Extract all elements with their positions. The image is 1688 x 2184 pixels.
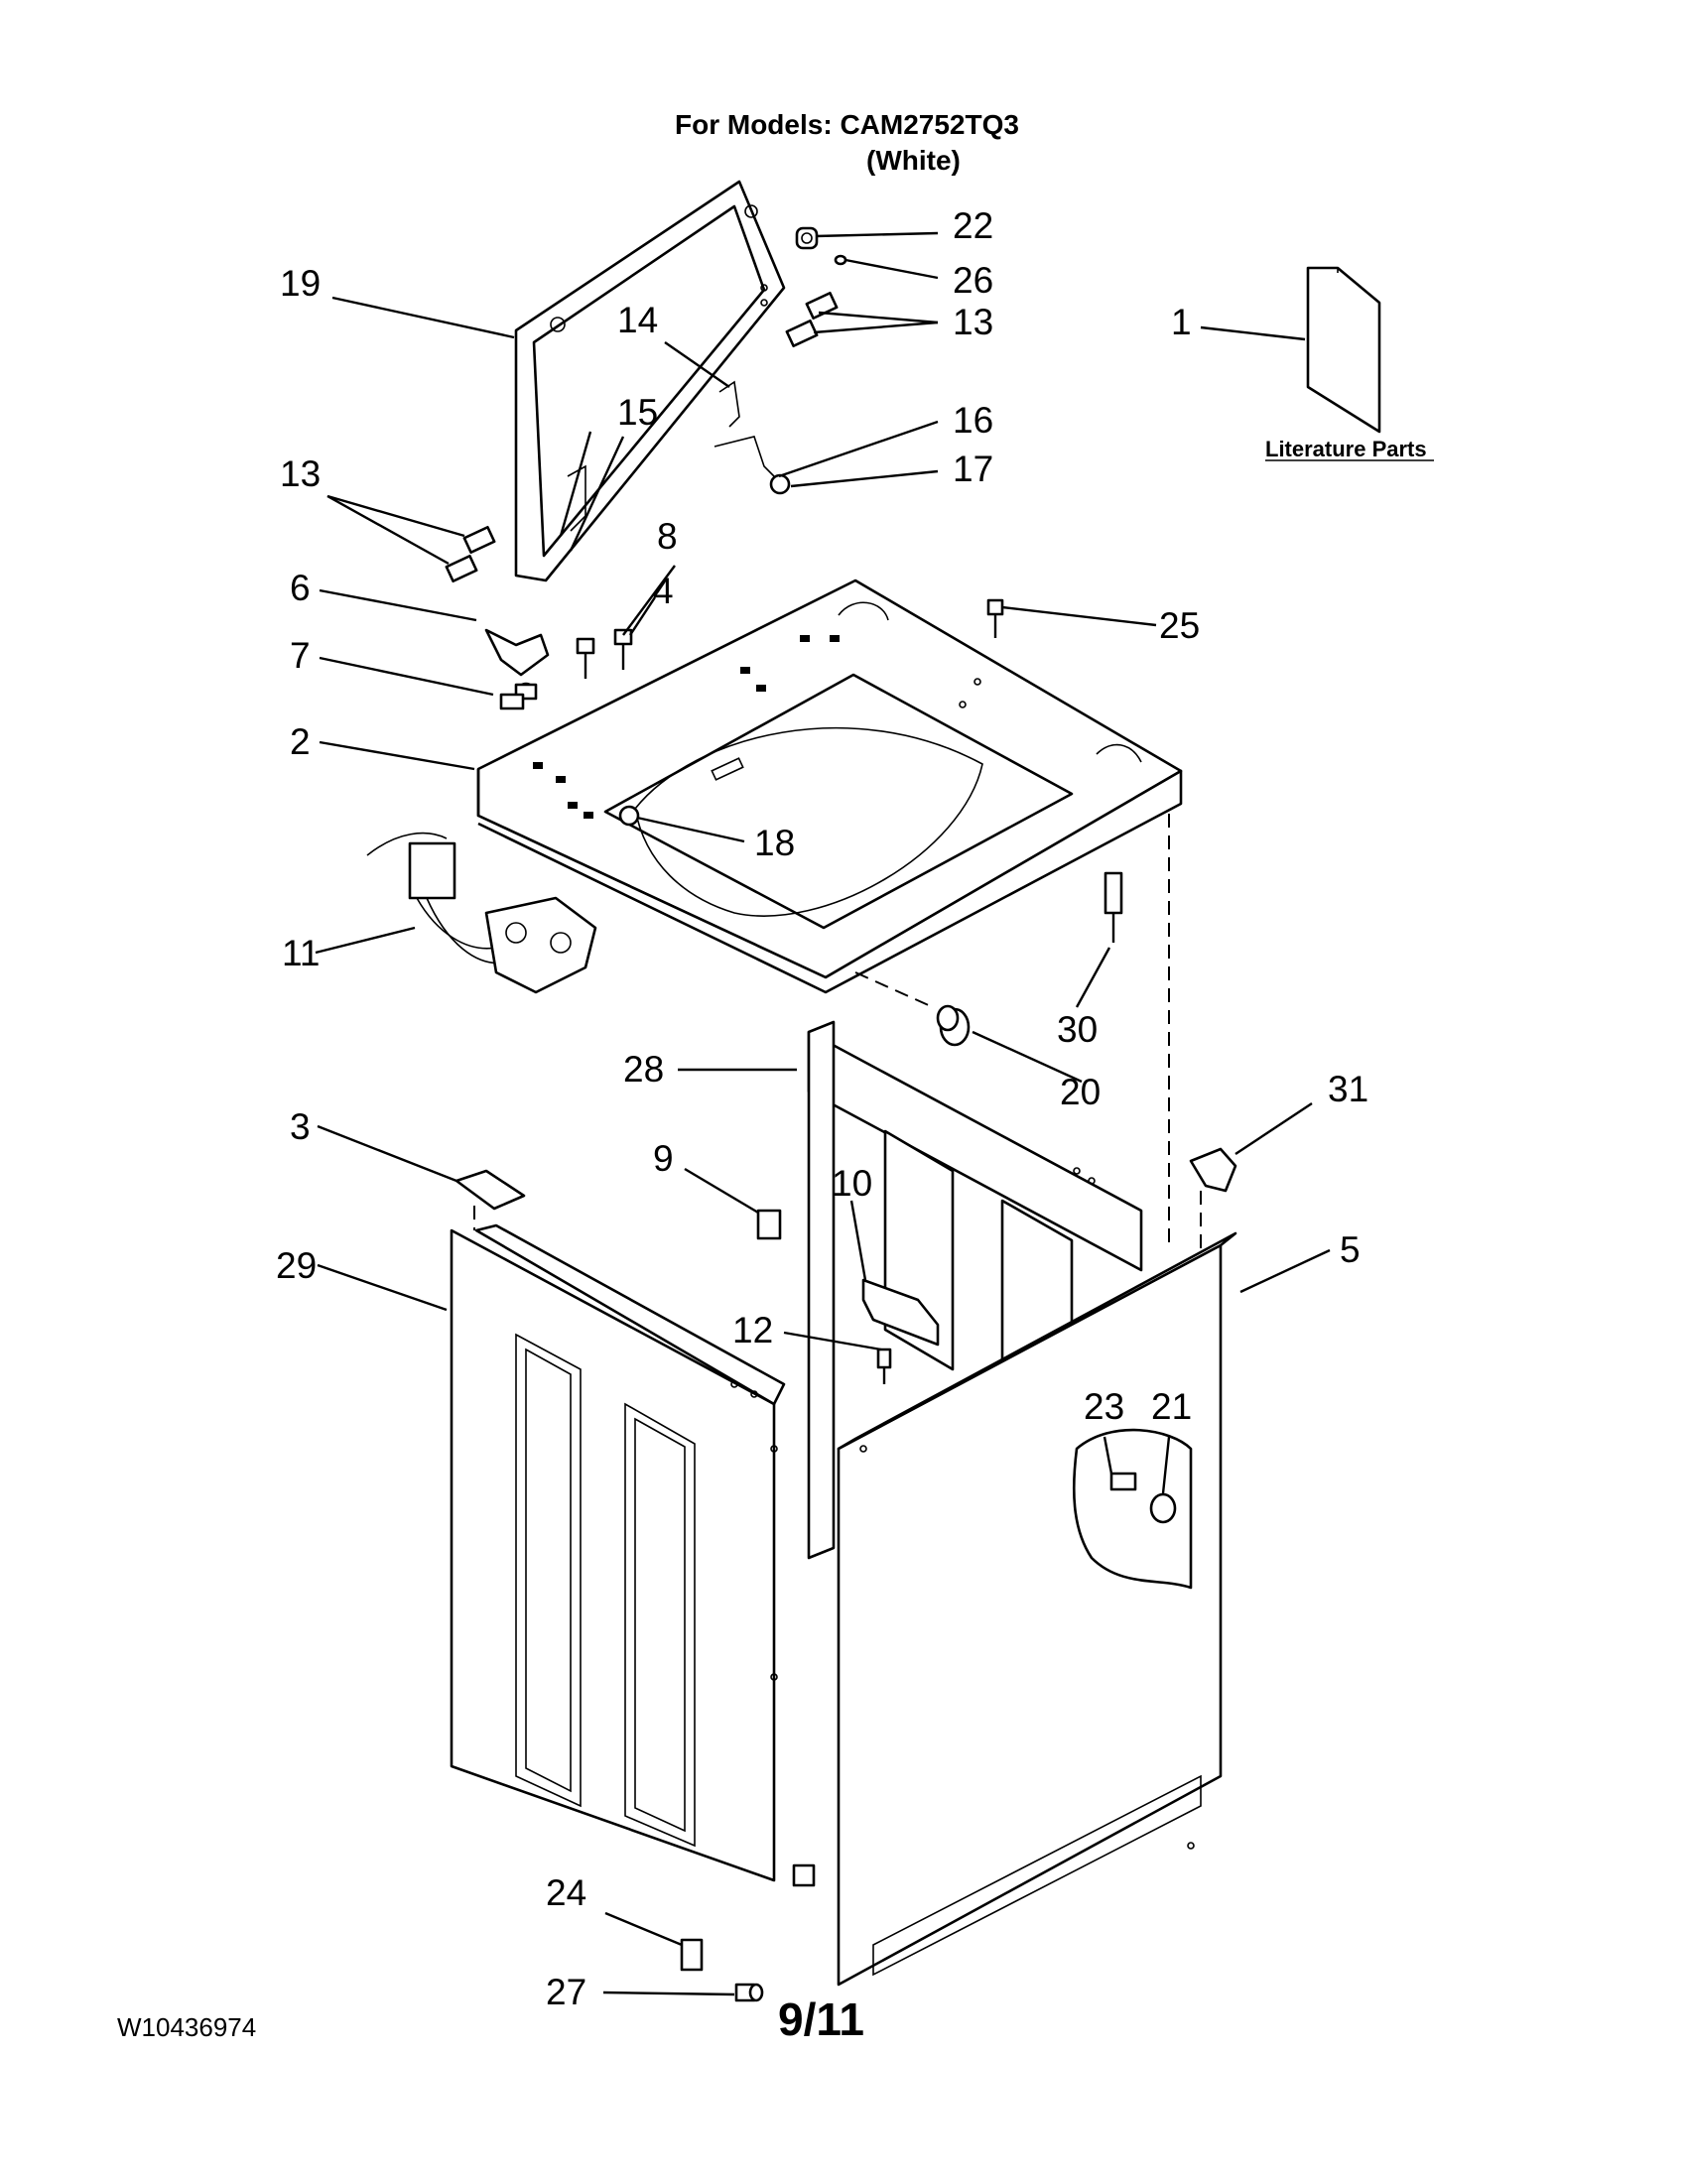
callout-20: 20: [1060, 1072, 1101, 1112]
hinge-hardware: [445, 226, 847, 583]
callout-16: 16: [953, 400, 993, 441]
callout-23: 23: [1084, 1386, 1124, 1427]
page-number: 9/11: [778, 1993, 864, 2045]
callout-26: 26: [953, 260, 993, 301]
callout-31: 31: [1328, 1069, 1368, 1109]
callout-4: 4: [653, 571, 674, 611]
clip-part: [1168, 814, 1237, 1250]
callout-9: 9: [653, 1138, 674, 1179]
lid-switch-harness: [366, 832, 597, 994]
model-color: (White): [866, 145, 961, 176]
callout-5: 5: [1340, 1229, 1361, 1270]
callout-30: 30: [1057, 1009, 1098, 1050]
callout-15: 15: [617, 392, 658, 433]
callout-7: 7: [290, 635, 311, 676]
callout-3: 3: [290, 1106, 311, 1147]
literature-parts-label: Literature Parts: [1265, 437, 1427, 461]
leader-lines: [315, 231, 1331, 1996]
lid-frame-part: [514, 180, 786, 582]
callout-24: 24: [546, 1872, 586, 1913]
callout-27: 27: [546, 1972, 586, 2012]
callout-13-left: 13: [280, 453, 321, 494]
callout-12: 12: [732, 1310, 773, 1350]
cabinet-front-panel: [450, 1223, 786, 1882]
callout-8: 8: [657, 516, 678, 557]
callout-13-right: 13: [953, 302, 993, 342]
spacer-part: [454, 1169, 526, 1230]
callout-17: 17: [953, 449, 993, 489]
model-title: For Models: CAM2752TQ3: [675, 109, 1019, 140]
callout-labels: 1 2 3 4 5 6 7 8 9 10 11 12 13 13 14 15 1…: [276, 205, 1434, 2012]
callout-6: 6: [290, 568, 311, 608]
cabinet-brackets: [756, 1209, 940, 1384]
callout-10: 10: [832, 1163, 872, 1204]
callout-22: 22: [953, 205, 993, 246]
callout-18: 18: [754, 823, 795, 863]
callout-14: 14: [617, 300, 658, 340]
literature-booklet: [1306, 266, 1381, 434]
small-parts: [854, 871, 1123, 1047]
washer-top-part: [476, 578, 1183, 994]
top-hardware: [484, 598, 1004, 710]
callout-1: 1: [1171, 302, 1192, 342]
callout-2: 2: [290, 721, 311, 762]
callout-19: 19: [280, 263, 321, 304]
callout-25: 25: [1159, 605, 1200, 646]
callout-21: 21: [1151, 1386, 1192, 1427]
bottom-hardware: [680, 1863, 816, 2002]
callout-11: 11: [282, 933, 320, 973]
callout-28: 28: [623, 1049, 664, 1090]
document-number: W10436974: [117, 2012, 257, 2042]
callout-29: 29: [276, 1245, 317, 1286]
cabinet-side-panel: [837, 1231, 1237, 1987]
